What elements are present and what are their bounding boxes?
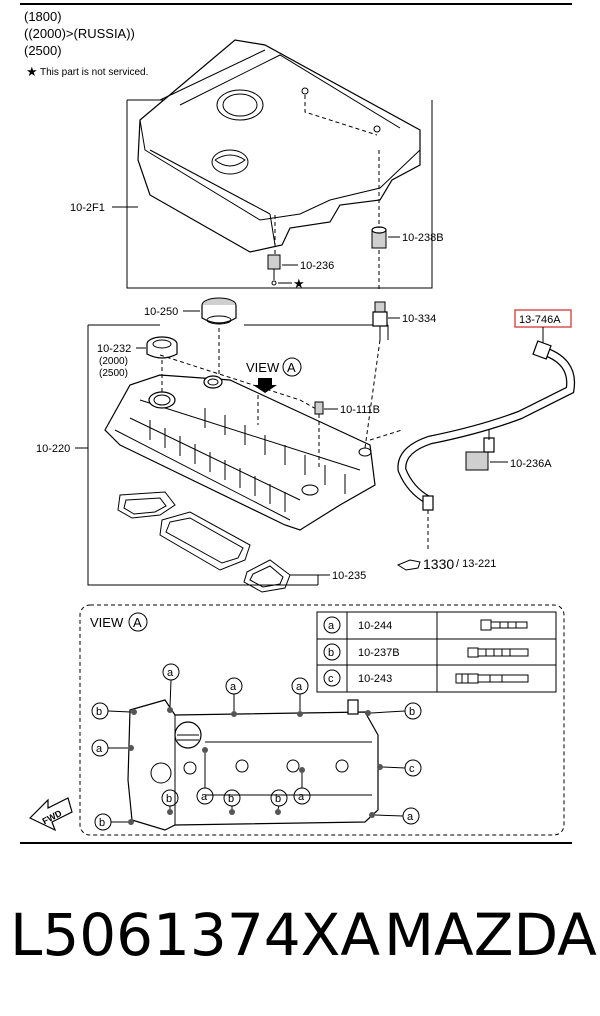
legend-part-b: 10-237B — [358, 647, 400, 659]
star-icon: ★ — [26, 64, 38, 79]
view-a-label: VIEW — [246, 360, 280, 375]
forward-arrow-icon: FWD — [28, 797, 73, 832]
view-arrow-icon — [253, 378, 277, 393]
callout-10-232-2500: (2500) — [99, 368, 128, 379]
svg-text:A: A — [287, 360, 296, 375]
callout-13-221: / 13-221 — [456, 558, 496, 570]
callout-10-111B: 10-111B — [340, 404, 380, 416]
svg-text:a: a — [201, 791, 208, 803]
callout-10-238B: 10-238B — [402, 232, 444, 244]
callout-10-236A: 10-236A — [510, 458, 552, 470]
view-a-frame — [79, 604, 565, 836]
clip-10-236A — [465, 430, 495, 471]
callout-10-236: 10-236 — [300, 260, 334, 272]
callout-13-746A[interactable]: 13-746A — [519, 314, 561, 326]
callout-10-220: 10-220 — [36, 443, 70, 455]
svg-text:b: b — [228, 793, 234, 805]
note-2500: (2500) — [24, 43, 62, 58]
callout-10-334: 10-334 — [402, 313, 436, 325]
seal-10-232 — [146, 336, 178, 359]
part-number: L5061374XA — [10, 901, 380, 969]
note-russia: ((2000)>(RUSSIA)) — [24, 26, 135, 41]
svg-text:b: b — [275, 793, 281, 805]
pointing-hand-icon — [396, 559, 421, 571]
svg-text:a: a — [296, 681, 303, 693]
legend-key-c: c — [328, 673, 334, 685]
svg-text:a: a — [298, 791, 305, 803]
legend-part-c: 10-243 — [358, 673, 392, 685]
view-a-callouts: a a a b b a c a a b b b b a — [91, 663, 422, 831]
svg-text:a: a — [230, 681, 237, 693]
svg-text:a: a — [407, 811, 414, 823]
service-note: This part is not serviced. — [40, 67, 148, 78]
svg-text:b: b — [99, 817, 105, 829]
bolt-legend-table: a 10-244 b 10-237B c 10-243 — [316, 611, 557, 693]
view-a-circle — [282, 357, 302, 377]
pcv-valve-10-334 — [372, 301, 388, 340]
svg-text:a: a — [167, 667, 174, 679]
callout-1330: 1330 — [423, 556, 454, 572]
callout-10-2F1: 10-2F1 — [70, 202, 105, 214]
cover-assembly-frame — [87, 325, 318, 586]
gasket-10-235 — [117, 491, 291, 593]
mazda-logo-icon — [211, 149, 249, 175]
svg-text:b: b — [96, 706, 102, 718]
svg-text:b: b — [409, 706, 415, 718]
valve-cover-10-220 — [104, 328, 381, 531]
callout-10-235: 10-235 — [332, 570, 366, 582]
svg-text:b: b — [166, 793, 172, 805]
callout-10-232: 10-232 — [97, 343, 131, 355]
view-a-title: VIEW — [90, 615, 124, 630]
cover-frame — [126, 100, 433, 289]
grommet-10-238B — [371, 150, 387, 249]
engine-cover — [137, 39, 421, 260]
bolt-c-icon — [455, 673, 529, 684]
bolt-b-icon — [467, 647, 529, 658]
svg-text:c: c — [409, 763, 415, 775]
note-1800: (1800) — [24, 9, 62, 24]
callout-10-232-2000: (2000) — [99, 356, 128, 367]
ventilation-hose — [369, 340, 576, 550]
oil-filler-cap-10-250 — [201, 297, 237, 325]
svg-text:a: a — [96, 743, 103, 755]
callout-10-250: 10-250 — [144, 306, 178, 318]
bolt-10-111B — [314, 401, 324, 415]
legend-part-a: 10-244 — [358, 620, 392, 632]
svg-text:A: A — [133, 615, 142, 630]
legend-key-b: b — [328, 647, 334, 659]
legend-key-a: a — [328, 620, 335, 632]
bolt-a-icon — [480, 619, 528, 631]
clip-10-236 — [267, 254, 281, 286]
valve-cover-top-view — [127, 699, 383, 831]
brand-name: MAZDA — [384, 901, 597, 969]
star-icon: ★ — [293, 276, 305, 291]
